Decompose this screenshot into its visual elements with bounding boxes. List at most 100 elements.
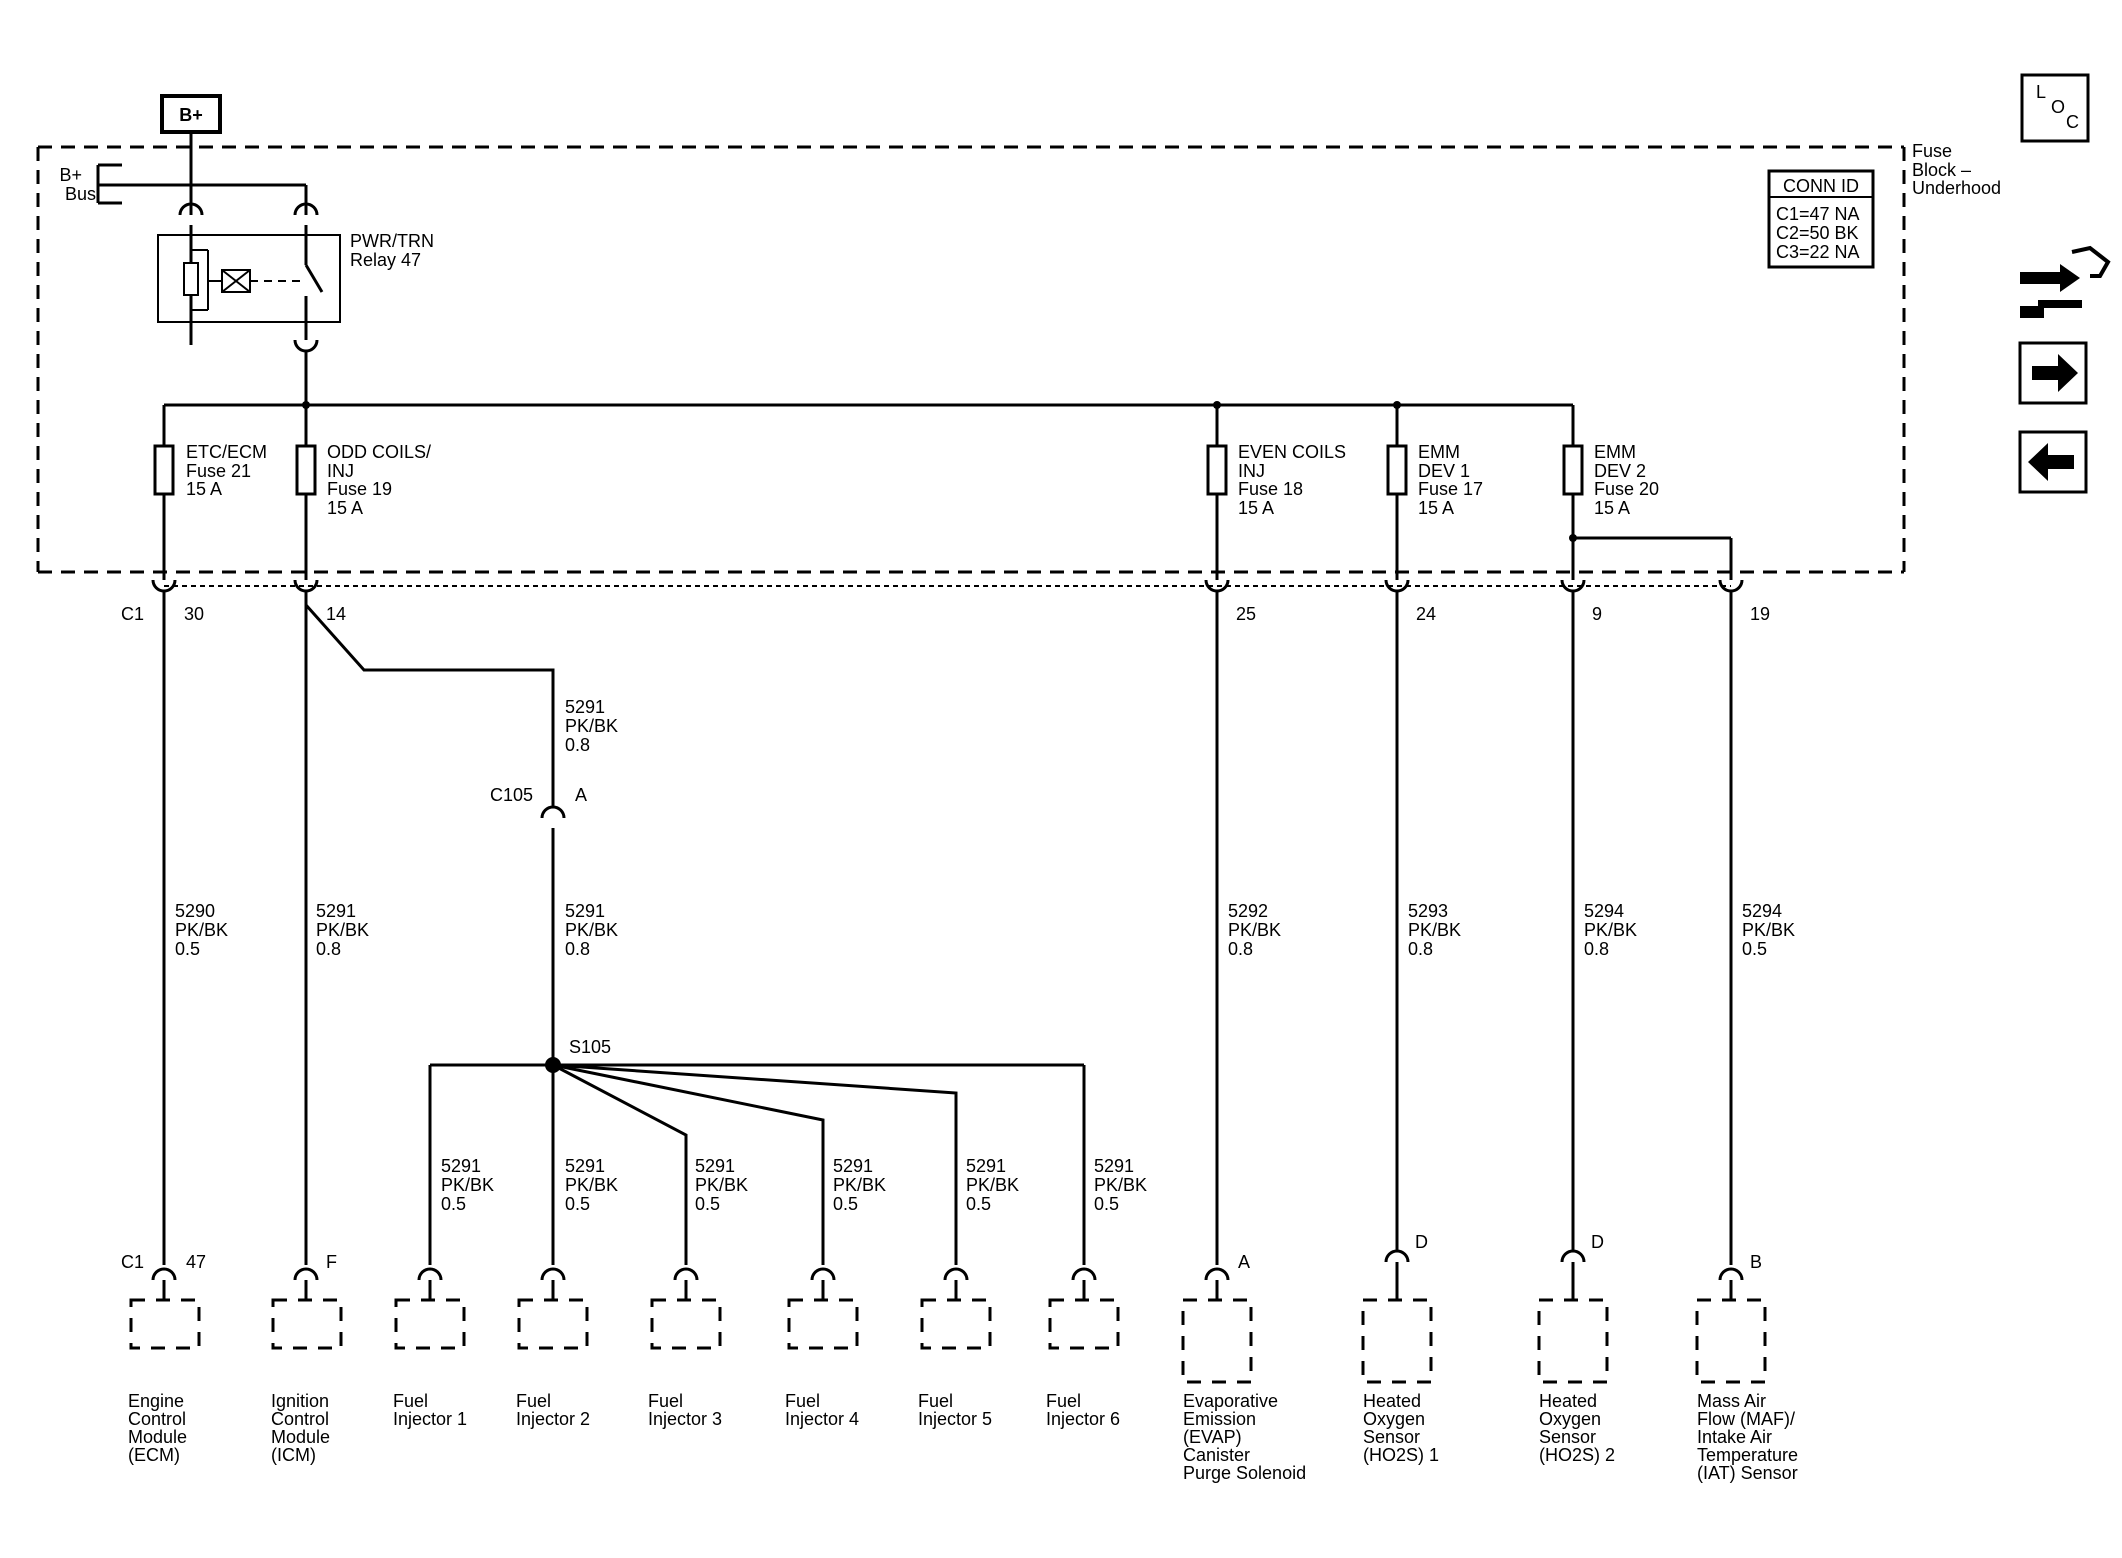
evap-name: Purge Solenoid [1183, 1463, 1306, 1483]
fuse-20-label: EMM [1594, 442, 1636, 462]
wire-color: PK/BK [565, 1175, 618, 1195]
loc-icon[interactable]: L O C [2020, 73, 2090, 143]
evap-name: Emission [1183, 1409, 1256, 1429]
component-maf-iat [1695, 1267, 1767, 1384]
circuits [162, 591, 1733, 1265]
maf-name: (IAT) Sensor [1697, 1463, 1798, 1483]
fuse-20-label: DEV 2 [1594, 461, 1646, 481]
injector-4-name: Fuel [785, 1391, 820, 1411]
ecm-conn-label: C1 [121, 1252, 144, 1272]
b-plus-source: B+ [160, 94, 222, 134]
wire-gauge: 0.5 [175, 939, 200, 959]
wire-circuit: 5291 [441, 1156, 481, 1176]
icm-pin-label: F [326, 1252, 337, 1272]
fuse-21 [153, 405, 175, 580]
c105-pin: A [575, 785, 587, 805]
wire-color: PK/BK [1742, 920, 1795, 940]
fuse-18-label: INJ [1238, 461, 1265, 481]
fuse-17 [1386, 405, 1408, 580]
b-plus-label: B+ [179, 105, 203, 125]
icm-name: Ignition [271, 1391, 329, 1411]
conn-id-row: C1=47 NA [1776, 204, 1860, 224]
icm-name: (ICM) [271, 1445, 316, 1465]
maf-pin-label: B [1750, 1252, 1762, 1272]
wire-color: PK/BK [1228, 920, 1281, 940]
pwr-trn-relay [157, 200, 341, 405]
fuse-18-label: EVEN COILS [1238, 442, 1346, 462]
wire-color: PK/BK [175, 920, 228, 940]
fuse-21-label: 15 A [186, 479, 222, 499]
ecm-name: Control [128, 1409, 186, 1429]
fuse-block-label-3: Underhood [1912, 178, 2001, 198]
wire-color: PK/BK [1408, 920, 1461, 940]
relay-label-1: PWR/TRN [350, 231, 434, 251]
c1-pin: 14 [326, 604, 346, 624]
icm-name: Control [271, 1409, 329, 1429]
maf-name: Temperature [1697, 1445, 1798, 1465]
evap-name: Canister [1183, 1445, 1250, 1465]
injector-6-name: Injector 6 [1046, 1409, 1120, 1429]
wire-color: PK/BK [695, 1175, 748, 1195]
wire-gauge: 0.8 [1584, 939, 1609, 959]
wire-circuit: 5291 [966, 1156, 1006, 1176]
maf-name: Intake Air [1697, 1427, 1772, 1447]
wire-gauge: 0.8 [1228, 939, 1253, 959]
previous-arrow-icon[interactable] [2018, 430, 2088, 494]
conn-id-row: C2=50 BK [1776, 223, 1859, 243]
wire-circuit: 5294 [1742, 901, 1782, 921]
fuse-17-label: Fuse 17 [1418, 479, 1483, 499]
component-names: Engine Control Module (ECM) Ignition Con… [128, 1391, 1798, 1483]
wire-gauge: 0.8 [565, 939, 590, 959]
wire-gauge: 0.5 [966, 1194, 991, 1214]
component-evap [1181, 1267, 1253, 1384]
component-injector-6 [1048, 1267, 1120, 1350]
wire-gauge: 0.5 [833, 1194, 858, 1214]
fuse-18-label: 15 A [1238, 498, 1274, 518]
ho2s1-name: Sensor [1363, 1427, 1420, 1447]
next-arrow-icon[interactable] [2018, 341, 2088, 405]
c1-pin: 25 [1236, 604, 1256, 624]
wire-color: PK/BK [966, 1175, 1019, 1195]
ho2s2-name: Oxygen [1539, 1409, 1601, 1429]
wire-color: PK/BK [565, 920, 618, 940]
wire-labels: 5290 PK/BK 0.5 5291 PK/BK 0.8 5291 PK/BK… [175, 697, 1795, 1214]
wire-color: PK/BK [441, 1175, 494, 1195]
injector-2-name: Injector 2 [516, 1409, 590, 1429]
wiring-hand-icon[interactable] [2020, 245, 2111, 318]
ecm-name: Module [128, 1427, 187, 1447]
c1-connector-row [151, 579, 1744, 593]
wire-circuit: 5291 [833, 1156, 873, 1176]
loc-letter-o: O [2051, 97, 2065, 117]
wire-circuit: 5291 [695, 1156, 735, 1176]
evap-name: Evaporative [1183, 1391, 1278, 1411]
c1-pin: 24 [1416, 604, 1436, 624]
fuse-18-label: Fuse 18 [1238, 479, 1303, 499]
c1-label: C1 [121, 604, 144, 624]
icm-name: Module [271, 1427, 330, 1447]
maf-name: Mass Air [1697, 1391, 1766, 1411]
conn-id-title: CONN ID [1783, 176, 1859, 196]
wire-gauge: 0.8 [565, 735, 590, 755]
fuse-block-label-1: Fuse [1912, 141, 1952, 161]
fuse-19-label: INJ [327, 461, 354, 481]
ho2s2-name: Sensor [1539, 1427, 1596, 1447]
wire-circuit: 5290 [175, 901, 215, 921]
wire-color: PK/BK [1584, 920, 1637, 940]
fused-bus [164, 401, 1573, 409]
c1-pin: 30 [184, 604, 204, 624]
ecm-name: (ECM) [128, 1445, 180, 1465]
fuse-19 [295, 405, 317, 580]
component-injector-5 [920, 1267, 992, 1350]
bus-label-1: B+ [59, 165, 82, 185]
loc-letter-c: C [2066, 112, 2079, 132]
wire-circuit: 5291 [1094, 1156, 1134, 1176]
wire-gauge: 0.5 [565, 1194, 590, 1214]
injector-5-name: Fuel [918, 1391, 953, 1411]
fuse-17-label: EMM [1418, 442, 1460, 462]
wire-circuit: 5291 [565, 697, 605, 717]
ho2s1-name: Heated [1363, 1391, 1421, 1411]
component-injector-4 [787, 1267, 859, 1350]
injector-3-name: Injector 3 [648, 1409, 722, 1429]
ho2s1-name: (HO2S) 1 [1363, 1445, 1439, 1465]
fuse-block-boundary [36, 145, 1906, 574]
